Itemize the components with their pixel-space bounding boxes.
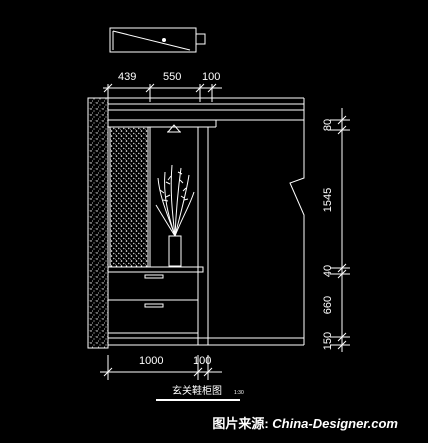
top-dimension-line xyxy=(103,83,222,102)
watermark-text: 图片来源: China-Designer.com xyxy=(212,413,398,432)
spot-light-icon xyxy=(167,124,181,133)
bottom-dim-1000: 1000 xyxy=(139,355,163,367)
watermark-site: China-Designer.com xyxy=(272,416,398,431)
top-shelf xyxy=(108,97,305,121)
cabinet-base xyxy=(108,337,305,346)
bottom-dim-100: 100 xyxy=(193,355,211,367)
vase-plant-icon xyxy=(155,164,195,267)
right-dim-660: 660 xyxy=(322,296,334,314)
drawer-lower xyxy=(108,303,198,334)
counter-top xyxy=(107,266,204,273)
top-dim-100: 100 xyxy=(202,71,220,83)
right-dim-1545: 1545 xyxy=(322,188,334,212)
right-dim-40: 40 xyxy=(322,265,334,277)
break-line xyxy=(289,120,305,338)
top-dim-550: 550 xyxy=(163,71,181,83)
cabinet-frame xyxy=(107,120,217,345)
top-dim-439: 439 xyxy=(118,71,136,83)
watermark-bar: 图片来源: China-Designer.com xyxy=(0,407,428,438)
right-dim-150: 150 xyxy=(322,332,334,350)
shoe-box-icon xyxy=(109,27,206,53)
right-dim-80: 80 xyxy=(322,119,334,131)
bottom-dimension-line xyxy=(100,355,222,380)
watermark-label: 图片来源: xyxy=(212,416,269,431)
drawing-title: 玄关鞋柜图 xyxy=(172,384,222,397)
drawing-scale: 1:30 xyxy=(234,390,244,396)
drawer-upper xyxy=(108,274,198,301)
right-dimension-line xyxy=(330,108,350,352)
decor-panel xyxy=(109,126,149,268)
wall-section xyxy=(87,97,109,349)
